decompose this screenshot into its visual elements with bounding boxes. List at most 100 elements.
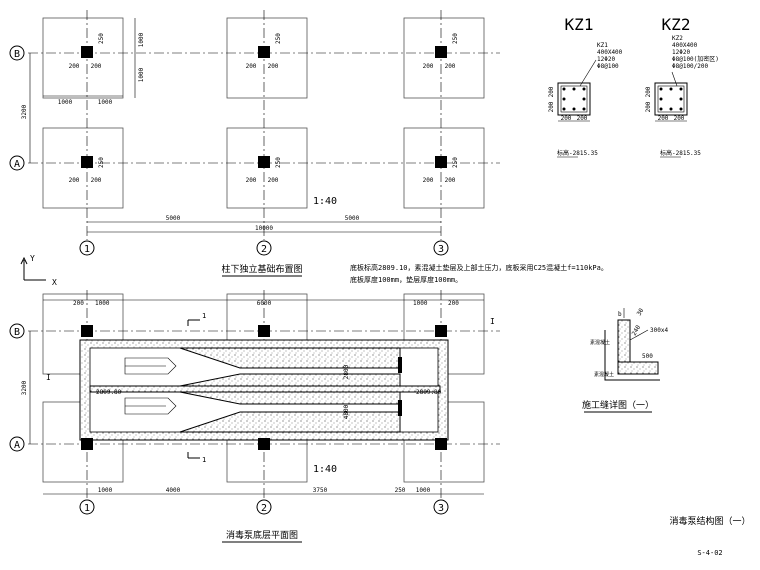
ucs-x-label: X	[52, 278, 57, 287]
dim-200: 200	[91, 177, 102, 184]
column	[81, 156, 93, 168]
section-mark: I	[490, 317, 495, 326]
kz1-title: KZ1	[565, 15, 594, 34]
joint-detail-title: 施工缝详图（一）	[582, 399, 654, 411]
column	[258, 156, 270, 168]
joint-label: 素混凝土	[594, 371, 614, 378]
column	[258, 46, 270, 58]
dim-2800: 2800	[343, 364, 350, 379]
dim-200: 200	[445, 177, 456, 184]
kz1-spec-line: 400X400	[597, 49, 623, 56]
ucs-axis-symbol: Y X	[20, 254, 57, 287]
kz1-dim: 200	[577, 115, 588, 122]
dim-1000-right: 1000	[98, 99, 113, 106]
kz2-spec-line: KZ2	[672, 35, 683, 42]
axis-bubble-a	[9, 155, 25, 171]
joint-label: 500	[642, 353, 653, 360]
column	[435, 46, 447, 58]
dim-250: 250	[275, 33, 282, 44]
sheet-number: S-4-02	[697, 549, 722, 557]
ucs-y-label: Y	[30, 254, 35, 263]
kz1-dim: 200	[548, 101, 555, 112]
dim-6000: 6000	[257, 300, 272, 307]
kz2-dim: 200	[674, 115, 685, 122]
note-line: 底板标高2809.10，素混凝土垫层及上部土压力，底板采用C25混凝土f=110…	[350, 263, 608, 272]
dim-4800: 4800	[343, 404, 350, 419]
kz2-spec-line: 400X400	[672, 42, 698, 49]
top-plan-title: 柱下独立基础布置图	[221, 263, 302, 275]
dim-1000-left: 1000	[58, 99, 73, 106]
axis-bubble-b	[9, 45, 25, 61]
kz2-dim: 200	[658, 115, 669, 122]
bottom-plan-scale: 1:40	[313, 464, 337, 475]
dim-200: 200	[448, 300, 459, 307]
kz1-spec-line: 12Φ20	[597, 56, 615, 63]
axis-label-1: 1	[84, 244, 90, 255]
dim-1000-bottom: 1000	[138, 67, 145, 82]
kz2-detail: KZ2 KZ2 400X400 12Φ20 Φ8@100(加密区) Φ8@100…	[645, 15, 719, 158]
joint-label: 240	[631, 324, 643, 337]
dim-250: 250	[98, 157, 105, 168]
dim-250: 250	[452, 33, 459, 44]
joint-label: 素混凝土	[590, 339, 610, 346]
bottom-plan-title: 消毒泵底层平面图	[226, 529, 298, 541]
kz2-spec-line: 12Φ20	[672, 49, 690, 56]
kz1-dim: 200	[561, 115, 572, 122]
section-mark: 1	[202, 456, 206, 464]
dim-3750: 3750	[313, 487, 328, 494]
axis-bubble-3	[433, 240, 449, 256]
dim-200: 200	[69, 177, 80, 184]
kz2-spec-line: Φ8@100(加密区)	[672, 55, 719, 63]
dim-1000: 1000	[95, 300, 110, 307]
dim-5000-right: 5000	[345, 215, 360, 222]
elevation-right: 2809.80	[416, 389, 442, 396]
kz1-elevation: 标高-2815.35	[557, 149, 598, 157]
dim-200: 200	[73, 300, 84, 307]
kz1-spec-line: KZ1	[597, 42, 608, 49]
kz1-spec-line: Φ8@100	[597, 63, 619, 70]
kz1-dim: 200	[548, 86, 555, 97]
dim-200: 200	[91, 63, 102, 70]
section-mark: I	[46, 373, 51, 382]
dim-3200: 3200	[21, 104, 28, 119]
dim-250: 250	[452, 157, 459, 168]
kz1-detail: KZ1 KZ1 400X400 12Φ20 Φ8@100 200 200 200…	[548, 15, 623, 158]
dim-5000-left: 5000	[166, 215, 181, 222]
dim-1000-top: 1000	[138, 32, 145, 47]
dim-250: 250	[98, 33, 105, 44]
note-line: 底板厚度100mm，垫层厚度100mm。	[350, 275, 462, 284]
dim-1000: 1000	[98, 487, 113, 494]
kz2-spec-line: Φ8@100/200	[672, 63, 709, 70]
dim-250: 250	[395, 487, 406, 494]
dim-200: 200	[246, 177, 257, 184]
dim-200: 200	[246, 63, 257, 70]
axis-label-3: 3	[438, 244, 444, 255]
dim-1000: 1000	[413, 300, 428, 307]
dim-200: 200	[423, 177, 434, 184]
section-mark: 1	[202, 312, 206, 320]
dim-200: 200	[268, 63, 279, 70]
dim-200: 200	[268, 177, 279, 184]
axis-label-2: 2	[261, 244, 267, 255]
kz2-elevation: 标高-2815.35	[660, 149, 701, 157]
axis-label-a: A	[14, 440, 20, 451]
foundation-layout-plan: B A 1 2 3 5000 5000 10000 1000 1000 3200…	[9, 10, 500, 277]
kz2-dim: 200	[645, 101, 652, 112]
joint-label: b	[618, 311, 622, 318]
dim-1000: 1000	[416, 487, 431, 494]
joint-label: 30	[636, 307, 646, 317]
dim-3200: 3200	[21, 380, 28, 395]
axis-label-2: 2	[261, 503, 267, 514]
axis-label-b: B	[14, 49, 20, 60]
sheet-title: 消毒泵结构图（一）	[669, 515, 750, 527]
dim-200: 200	[423, 63, 434, 70]
axis-bubble-1	[79, 240, 95, 256]
dim-200: 200	[69, 63, 80, 70]
general-notes: 底板标高2809.10，素混凝土垫层及上部土压力，底板采用C25混凝土f=110…	[350, 263, 608, 284]
column	[81, 46, 93, 58]
axis-bubble-2	[256, 240, 272, 256]
dim-10000: 10000	[255, 225, 273, 232]
top-plan-scale: 1:40	[313, 196, 337, 207]
column	[435, 156, 447, 168]
